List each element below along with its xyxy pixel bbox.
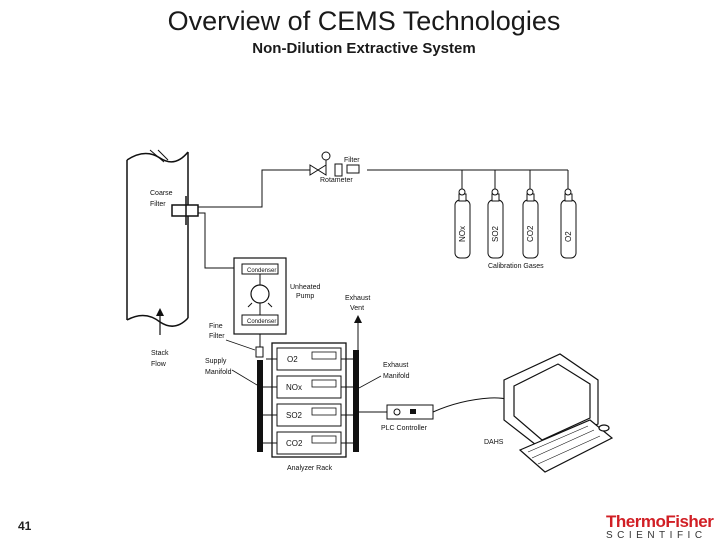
thermo-fisher-logo: ThermoFisher SCIENTIFIC <box>606 512 726 541</box>
cylinder-so2: SO2 <box>487 188 504 259</box>
fine-filter-label-1: Fine <box>209 323 223 330</box>
rotameter <box>334 163 343 177</box>
supply-manifold <box>257 360 263 452</box>
analyzer-label-co2: CO2 <box>286 439 303 448</box>
cylinder-label-o2: O2 <box>564 231 573 242</box>
stack-flow-label-2: Flow <box>151 361 167 368</box>
page-number: 41 <box>18 519 32 533</box>
rotameter-label: Rotameter <box>320 177 353 184</box>
pump-label-2: Pump <box>296 293 314 300</box>
stack-flow-label-1: Stack <box>151 350 169 357</box>
analyzer-nox: NOx <box>263 375 353 399</box>
analyzer-label-o2: O2 <box>287 355 298 364</box>
fine-filter-label-2: Filter <box>209 333 225 340</box>
calibration-gases-label: Calibration Gases <box>488 263 544 270</box>
slide-title: Overview of CEMS Technologies <box>167 6 561 36</box>
analyzer-label-nox: NOx <box>286 383 302 392</box>
exhaust-manifold-label-2: Manifold <box>383 373 410 380</box>
pump-label-1: Unheated <box>290 284 320 291</box>
filter-label: Filter <box>344 157 360 164</box>
calibration-cylinders: NOx SO2 CO2 O2 <box>454 188 577 259</box>
condenser-bottom-label: Condenser <box>247 319 276 325</box>
plc-controller-label: PLC Controller <box>381 425 428 432</box>
cylinder-label-nox: NOx <box>458 226 467 242</box>
analyzer-label-so2: SO2 <box>286 411 303 420</box>
analyzer-so2: SO2 <box>263 403 353 427</box>
pump-icon <box>250 284 270 304</box>
exhaust-manifold <box>353 350 359 452</box>
exhaust-manifold-label-1: Exhaust <box>383 362 408 369</box>
supply-manifold-label-2: Manifold <box>205 369 232 376</box>
coarse-filter <box>171 204 199 217</box>
cylinder-label-co2: CO2 <box>526 225 535 242</box>
analyzer-rack-label: Analyzer Rack <box>287 465 333 472</box>
cylinder-o2: O2 <box>560 188 577 259</box>
dahs-label: DAHS <box>484 439 504 446</box>
coarse-filter-label-2: Filter <box>150 201 166 208</box>
fine-filter <box>255 346 264 358</box>
filter-box <box>346 164 360 174</box>
supply-manifold-label-1: Supply <box>205 358 227 365</box>
logo-brand: ThermoFisher <box>606 512 714 531</box>
exhaust-vent-label-2: Vent <box>350 305 364 312</box>
stack <box>126 149 189 327</box>
pressure-gauge-icon <box>321 151 331 161</box>
exhaust-vent-label-1: Exhaust <box>345 295 370 302</box>
cylinder-co2: CO2 <box>522 188 539 259</box>
condenser-top-label: Condenser <box>247 268 276 274</box>
calibration-line <box>198 169 318 208</box>
coarse-filter-label-1: Coarse <box>150 190 173 197</box>
cylinder-nox: NOx <box>454 188 471 259</box>
slide-subtitle: Non-Dilution Extractive System <box>252 40 476 57</box>
logo-sub: SCIENTIFIC <box>606 530 707 541</box>
sample-line <box>198 212 240 269</box>
analyzer-o2: O2 <box>266 347 353 371</box>
dahs-computer-icon <box>503 353 614 473</box>
cylinder-label-so2: SO2 <box>491 225 500 242</box>
analyzer-co2: CO2 <box>263 431 353 455</box>
valve-icon <box>309 164 327 176</box>
